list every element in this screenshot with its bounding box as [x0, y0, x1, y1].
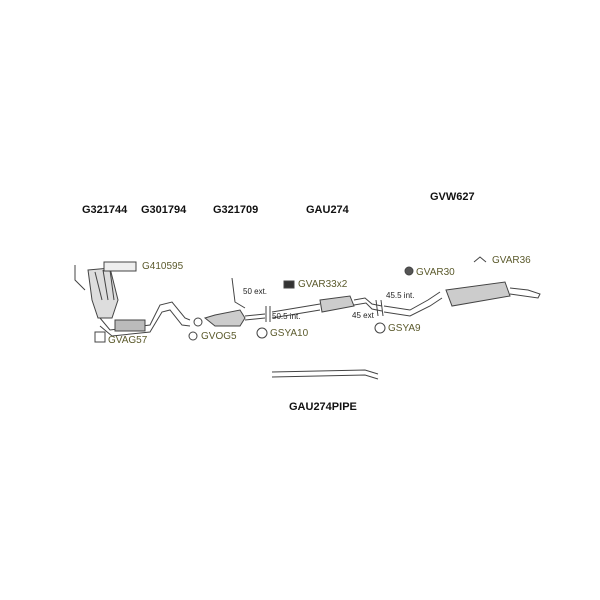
part-label: GVW627 [430, 191, 475, 203]
part-label: G321709 [213, 204, 259, 216]
accessory-icons [94, 256, 487, 343]
accessory-label: GVAR36 [492, 255, 531, 266]
accessory-label: GVAR33x2 [298, 279, 348, 290]
rear-pipe-muffler [383, 281, 541, 317]
center-pipe [265, 295, 384, 322]
dimension-label: 45.5 int. [386, 291, 415, 300]
gau274-pipe [271, 369, 379, 380]
manifold [74, 261, 137, 319]
accessory-label: GVOG5 [201, 331, 237, 342]
part-label: G321744 [82, 204, 128, 216]
dimension-label: 45 ext [352, 311, 374, 320]
dimension-label: 50.5 int. [272, 312, 301, 321]
part-label: GAU274PIPE [289, 401, 357, 413]
dimension-label: 50 ext. [243, 287, 268, 296]
accessory-label: GSYA10 [270, 328, 309, 339]
part-label: G301794 [141, 204, 187, 216]
part-label: GAU274 [306, 204, 349, 216]
catalyst [193, 277, 266, 327]
accessory-label: G410595 [142, 261, 184, 272]
front-pipe [99, 301, 191, 337]
accessory-label: GVAR30 [416, 267, 455, 278]
accessory-label: GSYA9 [388, 323, 421, 334]
accessory-label: GVAG57 [108, 335, 148, 346]
